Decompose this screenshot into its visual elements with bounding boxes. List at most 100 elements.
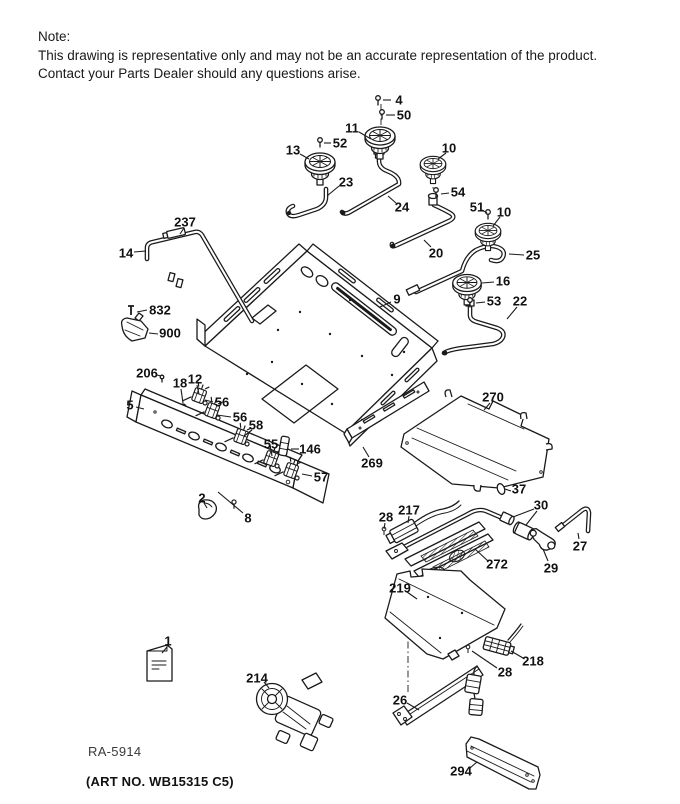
callout-37: 37 xyxy=(512,482,526,497)
callout-leader-37 xyxy=(504,488,512,492)
clip-37-drawing xyxy=(496,483,506,495)
callout-832: 832 xyxy=(149,303,171,318)
callout-leader-29 xyxy=(542,548,549,562)
callout-214: 214 xyxy=(246,671,268,686)
callout-leader-218 xyxy=(510,650,524,659)
callout-26: 26 xyxy=(393,693,407,708)
note-block: Note: This drawing is representative onl… xyxy=(38,28,597,84)
callout-272: 272 xyxy=(486,557,508,572)
callout-leader-24 xyxy=(387,195,397,204)
callout-leader-214 xyxy=(263,681,270,689)
igniter-217-drawing xyxy=(385,518,419,545)
burner-11-drawing xyxy=(364,126,396,160)
fitting-237-drawing xyxy=(162,227,187,240)
bracket-294-drawing xyxy=(465,736,541,790)
wire-bracket-26-drawing xyxy=(392,665,484,726)
callout-leader-900 xyxy=(148,332,159,335)
literature-pack-drawing xyxy=(146,644,173,682)
callout-206: 206 xyxy=(136,366,158,381)
manifold-panel-drawing xyxy=(126,378,330,520)
callout-leader-23 xyxy=(326,185,340,197)
callout-leader-18 xyxy=(180,388,184,404)
callout-leader-217 xyxy=(407,515,410,524)
callout-1: 1 xyxy=(164,634,171,649)
callout-2: 2 xyxy=(198,491,205,506)
callout-4: 4 xyxy=(395,93,403,108)
callout-51: 51 xyxy=(470,200,484,215)
callout-294: 294 xyxy=(450,764,472,779)
rail-bracket-drawing xyxy=(343,381,430,444)
igniter-218-drawing xyxy=(482,623,524,656)
callout-16: 16 xyxy=(496,274,510,289)
bracket-900-drawing xyxy=(120,312,149,342)
callout-22: 22 xyxy=(513,294,527,309)
note-line-2: Contact your Parts Dealer should any que… xyxy=(38,66,361,81)
callout-56: 56 xyxy=(215,395,229,410)
callout-14: 14 xyxy=(119,246,134,261)
callout-23: 23 xyxy=(339,175,353,190)
callout-leader-12 xyxy=(196,384,200,395)
callout-leader-206 xyxy=(156,374,162,377)
callout-leader-51 xyxy=(481,209,488,214)
note-title: Note: xyxy=(38,29,71,44)
callout-leader-219 xyxy=(406,591,418,600)
callout-leader-26 xyxy=(406,702,420,711)
knob-2-drawing xyxy=(197,499,218,520)
callout-146: 146 xyxy=(299,442,321,457)
callout-leader-54 xyxy=(440,192,450,195)
callout-237: 237 xyxy=(174,215,196,230)
callout-900: 900 xyxy=(159,326,181,341)
bracket-146-drawing xyxy=(278,435,290,457)
callout-52: 52 xyxy=(333,136,347,151)
callout-leader-20 xyxy=(423,239,432,248)
callout-leader-57 xyxy=(301,473,313,477)
callout-leader-27 xyxy=(577,532,580,540)
callout-leader-22 xyxy=(506,306,518,320)
callout-30: 30 xyxy=(534,498,548,513)
callout-13: 13 xyxy=(286,143,300,158)
callout-10: 10 xyxy=(442,141,456,156)
callout-leader-16 xyxy=(481,281,495,284)
callout-leader-10 xyxy=(492,216,501,227)
callout-leader-55 xyxy=(270,449,273,457)
callout-leader-14 xyxy=(133,250,147,253)
rivet-holes xyxy=(245,298,406,422)
gas-tube-14-drawing xyxy=(144,227,255,324)
callout-55: 55 xyxy=(264,437,278,452)
callout-54: 54 xyxy=(451,185,466,200)
callout-5: 5 xyxy=(126,398,133,413)
callout-leader-1 xyxy=(161,646,168,654)
callout-24: 24 xyxy=(395,200,410,215)
callout-9: 9 xyxy=(393,292,400,307)
callout-leader-270 xyxy=(483,402,491,411)
callout-56: 56 xyxy=(233,410,247,425)
callout-269: 269 xyxy=(361,456,383,471)
callout-leader-2 xyxy=(203,502,208,509)
callout-leader-832 xyxy=(136,309,148,313)
callout-leader-269 xyxy=(362,446,370,458)
callout-leader-5 xyxy=(135,406,145,410)
callout-8: 8 xyxy=(244,511,251,526)
callout-218: 218 xyxy=(522,654,544,669)
burner-13-drawing xyxy=(304,152,336,186)
callout-leader-56 xyxy=(204,399,214,403)
callout-12: 12 xyxy=(188,372,202,387)
callout-leader-30 xyxy=(512,508,535,518)
oven-burner-assembly-drawing xyxy=(385,483,592,586)
callout-10: 10 xyxy=(497,205,511,220)
callout-leader-28 xyxy=(383,522,386,530)
callout-leader-9 xyxy=(379,301,392,308)
callout-leader-10 xyxy=(437,152,447,160)
callout-leader-237 xyxy=(179,227,185,235)
callout-219: 219 xyxy=(389,581,411,596)
callout-28: 28 xyxy=(498,665,512,680)
heat-shield-270-drawing xyxy=(400,389,553,492)
callout-18: 18 xyxy=(173,376,187,391)
callout-29: 29 xyxy=(544,561,558,576)
callout-leader-28 xyxy=(471,650,498,669)
callout-25: 25 xyxy=(526,248,540,263)
pressure-regulator-drawing xyxy=(255,672,334,752)
